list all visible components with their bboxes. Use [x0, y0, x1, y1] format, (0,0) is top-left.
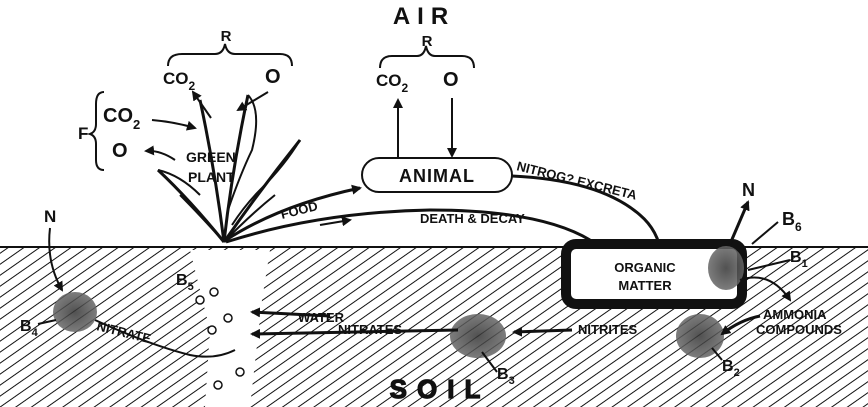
- green-plant-label-1: GREEN: [186, 149, 236, 165]
- ammonia-label-2: COMPOUNDS: [756, 322, 842, 337]
- photosynthesis-label: F: [78, 124, 88, 143]
- animal-co2-label: CO2: [376, 71, 409, 95]
- organic-matter-label-2: MATTER: [618, 278, 672, 293]
- soil-label: SOIL: [390, 374, 491, 404]
- green-plant-label-2: PLANT: [188, 169, 235, 185]
- denitrification-arrow: [730, 202, 748, 244]
- air-title: AIR: [393, 3, 455, 30]
- excreta-label: NITROG? EXCRETA: [515, 158, 639, 203]
- plant-co2-label: CO2: [163, 69, 196, 93]
- nitrogen-right-label: N: [742, 180, 755, 200]
- nitrogen-left-label: N: [44, 207, 56, 226]
- plant-to-oxygen-arrow: [146, 151, 175, 160]
- organic-matter-label-1: ORGANIC: [614, 260, 676, 275]
- animal-respiration-label: R: [422, 33, 433, 50]
- bacteria-cluster-b2: [676, 314, 724, 358]
- food-label: FOOD: [279, 198, 319, 222]
- ammonia-label-1: AMMONIA: [763, 307, 827, 322]
- bacteria-cluster-b3: [450, 314, 506, 358]
- b6-pointer: [752, 222, 778, 244]
- co2-into-plant-arrow: [152, 120, 195, 128]
- animal-oxygen-label: O: [443, 69, 459, 91]
- nitrites-arrow: [514, 330, 572, 332]
- plant-oxygen-label: O: [265, 66, 281, 88]
- nitrates-label: NITRATES: [338, 322, 402, 337]
- bacteria-cluster-b1: [708, 246, 744, 290]
- death-decay-arrowhead: [320, 220, 350, 225]
- plant-respiration-brace: [168, 44, 292, 66]
- bacteria-cluster-b4: [53, 292, 97, 332]
- photosynthesis-oxygen-label: O: [112, 140, 128, 162]
- plant-respiration-label: R: [221, 28, 232, 45]
- death-decay-label: DEATH & DECAY: [420, 211, 525, 226]
- photosynthesis-brace: [90, 92, 104, 170]
- photosynthesis-co2-label: CO2: [103, 105, 140, 132]
- animal-label: ANIMAL: [399, 166, 475, 186]
- bacteria-label-b6: B6: [782, 209, 802, 234]
- nitrites-label: NITRITES: [578, 322, 638, 337]
